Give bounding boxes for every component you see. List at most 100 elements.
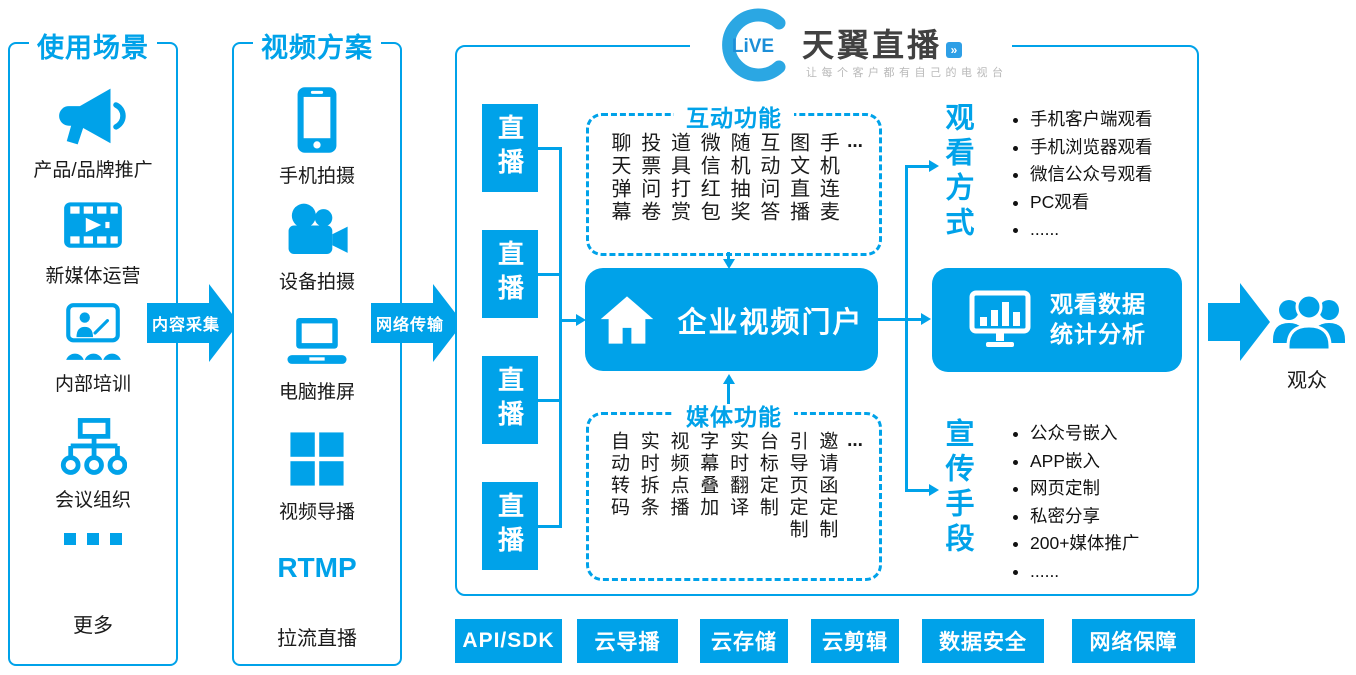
promotion-item: ...... <box>1030 558 1139 586</box>
rtmp-text: RTMP <box>277 552 357 583</box>
grid-icon <box>290 432 344 486</box>
scenario-label: 会议组织 <box>54 490 131 511</box>
ellipsis-icon <box>64 533 122 545</box>
live-block: 直播 <box>482 482 538 570</box>
scenario-label: 产品/品牌推广 <box>33 160 153 181</box>
chip-data-security: 数据安全 <box>922 619 1044 663</box>
media-features-box: 媒体功能 自动转码 实时拆条 视频点播 字幕叠加 实时翻译 台标定制 引导页定制… <box>586 404 882 581</box>
viewing-item: 微信公众号观看 <box>1030 161 1153 189</box>
scenario-label-more: 更多 <box>73 615 113 637</box>
promotion-item: 公众号嵌入 <box>1030 420 1139 448</box>
film-icon <box>64 202 122 248</box>
branch-top-arrowhead <box>929 160 939 172</box>
phone-icon <box>297 87 337 153</box>
feature-more: ... <box>847 131 863 152</box>
solution-label-rtmp: 拉流直播 <box>277 628 357 650</box>
feature-column: 道具打赏 <box>667 132 690 224</box>
audience-icon <box>1273 293 1345 352</box>
bus-connector <box>538 147 561 150</box>
interactive-features-box: 互动功能 聊天弹幕 投票问卷 道具打赏 微信红包 随机抽奖 互动问答 图文直播 … <box>586 105 882 256</box>
scenario-item <box>10 532 176 546</box>
solution-item: 手机拍摄 <box>234 86 400 188</box>
interactive-to-portal-arrowhead <box>723 259 735 269</box>
scenarios-title: 使用场景 <box>10 26 176 65</box>
collect-arrow: 内容采集 <box>147 284 239 362</box>
bus-connector <box>538 399 561 402</box>
chip-network-guarantee: 网络保障 <box>1072 619 1195 663</box>
feature-column: 聊天弹幕 <box>608 132 630 224</box>
chip-cloud-editing: 云剪辑 <box>811 619 899 663</box>
promotion-title: 宣传手段 <box>941 418 973 558</box>
scenario-item: 产品/品牌推广 <box>10 86 176 182</box>
solution-item: 设备拍摄 <box>234 202 400 294</box>
brand-tagline: 让每个客户都有自己的电视台 <box>806 67 1008 79</box>
scenario-label: 新媒体运营 <box>45 266 141 287</box>
logo-patch <box>690 36 1012 56</box>
media-to-portal-arrowhead <box>723 374 735 384</box>
branch-bottom-arrowhead <box>929 484 939 496</box>
interactive-features-title: 互动功能 <box>589 99 879 133</box>
viewing-list: 手机客户端观看 手机浏览器观看 微信公众号观看 PC观看 ...... <box>1008 106 1153 244</box>
solution-label: 视频导播 <box>278 502 355 523</box>
brand-title-row: 天翼直播 » <box>802 20 963 66</box>
portal-to-stats-arrowhead <box>921 313 931 325</box>
home-icon <box>601 295 654 344</box>
transmit-arrow-label: 网络传输 <box>375 317 444 334</box>
feature-column: 实时拆条 <box>637 431 659 519</box>
branch-bottom-line <box>905 489 930 492</box>
live-badge-text: LiVE <box>732 36 774 57</box>
brand-title: 天翼直播 <box>802 27 943 63</box>
feature-column: 微信红包 <box>697 132 720 224</box>
viewing-item: 手机浏览器观看 <box>1030 134 1153 162</box>
feature-column: 随机抽奖 <box>727 132 750 224</box>
bus-to-portal-arrowhead <box>576 314 586 326</box>
feature-column: 图文直播 <box>786 132 809 224</box>
media-columns: 自动转码 实时拆条 视频点播 字幕叠加 实时翻译 台标定制 引导页定制 邀请函定… <box>608 430 863 568</box>
media-features-title: 媒体功能 <box>589 398 879 432</box>
bus-connector <box>538 273 561 276</box>
viewing-item: ...... <box>1030 216 1153 244</box>
feature-column: 互动问答 <box>756 132 779 224</box>
stats-label: 观看数据 统计分析 <box>1050 291 1146 347</box>
scenario-label: 内部培训 <box>54 374 131 395</box>
feature-column: 台标定制 <box>756 431 778 519</box>
promotion-item: 200+媒体推广 <box>1030 530 1139 558</box>
branch-line <box>905 165 908 492</box>
promotion-item: 网页定制 <box>1030 475 1139 503</box>
chip-api-sdk: API/SDK <box>455 619 562 663</box>
scenarios-panel: 使用场景 产品/品牌推广 新媒体运营 <box>8 33 178 666</box>
solution-label: 设备拍摄 <box>278 272 355 293</box>
stats-node: 观看数据 统计分析 <box>932 268 1182 372</box>
promotion-list: 公众号嵌入 APP嵌入 网页定制 私密分享 200+媒体推广 ...... <box>1008 420 1139 585</box>
audience-label: 观众 <box>1287 370 1327 392</box>
scenario-item: 新媒体运营 <box>10 196 176 288</box>
feature-column: 自动转码 <box>608 431 629 519</box>
scenario-item: 会议组织 <box>10 416 176 512</box>
camera-icon <box>288 203 348 254</box>
portal-node: 企业视频门户 <box>585 268 878 371</box>
feature-column: 实时翻译 <box>727 431 749 519</box>
branch-top-line <box>905 165 930 168</box>
training-icon <box>66 303 121 360</box>
media-to-portal-line <box>727 384 730 410</box>
monitor-chart-icon <box>969 290 1031 347</box>
bus-to-portal-line <box>561 319 577 322</box>
feature-column: 引导页定制 <box>786 431 808 541</box>
bus-line <box>559 147 562 528</box>
solution-item: 电脑推屏 <box>234 314 400 404</box>
feature-column: 字幕叠加 <box>697 431 719 519</box>
chip-cloud-director: 云导播 <box>577 619 678 663</box>
interactive-to-portal-line <box>727 252 730 260</box>
feature-column: 邀请函定制 <box>816 431 838 541</box>
promotion-item: APP嵌入 <box>1030 448 1139 476</box>
collect-arrow-label: 内容采集 <box>151 317 220 334</box>
feature-more: ... <box>847 430 863 451</box>
solution-item: 视频导播 <box>234 428 400 524</box>
live-ring-icon: LiVE <box>722 8 786 82</box>
live-block: 直播 <box>482 356 538 444</box>
solutions-title: 视频方案 <box>234 26 400 65</box>
portal-to-stats-line <box>878 318 922 321</box>
brand-logo: LiVE 天翼直播 » 让每个客户都有自己的电视台 <box>702 4 1022 92</box>
transmit-arrow: 网络传输 <box>371 284 463 362</box>
